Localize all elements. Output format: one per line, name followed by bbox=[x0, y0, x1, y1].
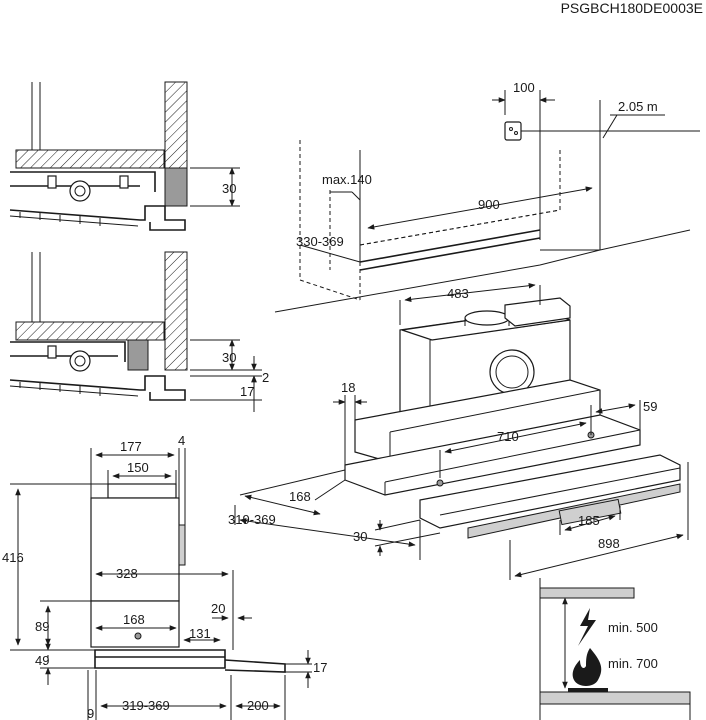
document-code: PSGBCH180DE0003E bbox=[561, 0, 703, 16]
wall-installation-view: 100 2.05 m max.140 900 330-369 bbox=[274, 80, 700, 313]
dim-177: 177 bbox=[120, 439, 142, 454]
dim-17-side: 17 bbox=[313, 660, 327, 675]
section-detail-top: 30 bbox=[9, 81, 240, 231]
hood-side-view: 177 4 150 416 328 89 49 168 20 bbox=[2, 433, 327, 720]
dim-49: 49 bbox=[35, 653, 49, 668]
hood-isometric-view: 483 18 59 710 168 319-369 30 185 bbox=[228, 282, 689, 580]
dim-328: 328 bbox=[116, 566, 138, 581]
dim-max140: max.140 bbox=[322, 172, 372, 187]
section-detail-middle: 30 2 17 bbox=[9, 251, 269, 412]
dim-89: 89 bbox=[35, 619, 49, 634]
dim-185: 185 bbox=[578, 513, 600, 528]
dim-319-369-iso: 319-369 bbox=[228, 512, 276, 527]
dim-330-369: 330-369 bbox=[296, 234, 344, 249]
dim-18: 18 bbox=[341, 380, 355, 395]
dim-900: 900 bbox=[478, 197, 500, 212]
dim-20: 20 bbox=[211, 601, 225, 616]
dim-59: 59 bbox=[643, 399, 657, 414]
dim-30-top: 30 bbox=[222, 181, 236, 196]
gas-flame-icon bbox=[572, 648, 602, 686]
dim-100: 100 bbox=[513, 80, 535, 95]
cooktop-clearance-view: min. 500 min. 700 bbox=[539, 578, 691, 720]
dim-200: 200 bbox=[247, 698, 269, 713]
dim-2-05m: 2.05 m bbox=[618, 99, 658, 114]
dim-168-iso: 168 bbox=[289, 489, 311, 504]
dim-9: 9 bbox=[87, 706, 94, 720]
clearance-electric: min. 500 bbox=[608, 620, 658, 635]
dim-30-mid: 30 bbox=[222, 350, 236, 365]
dim-710: 710 bbox=[497, 429, 519, 444]
dim-898: 898 bbox=[598, 536, 620, 551]
dim-150: 150 bbox=[127, 460, 149, 475]
dim-17-mid: 17 bbox=[240, 384, 254, 399]
dim-2: 2 bbox=[262, 370, 269, 385]
dim-4: 4 bbox=[178, 433, 185, 448]
dim-483: 483 bbox=[447, 286, 469, 301]
dim-30-iso: 30 bbox=[353, 529, 367, 544]
clearance-gas: min. 700 bbox=[608, 656, 658, 671]
dim-416: 416 bbox=[2, 550, 24, 565]
electric-lightning-icon bbox=[578, 608, 596, 646]
dim-319-369-side: 319-369 bbox=[122, 698, 170, 713]
dim-131: 131 bbox=[189, 626, 211, 641]
dim-168-side: 168 bbox=[123, 612, 145, 627]
